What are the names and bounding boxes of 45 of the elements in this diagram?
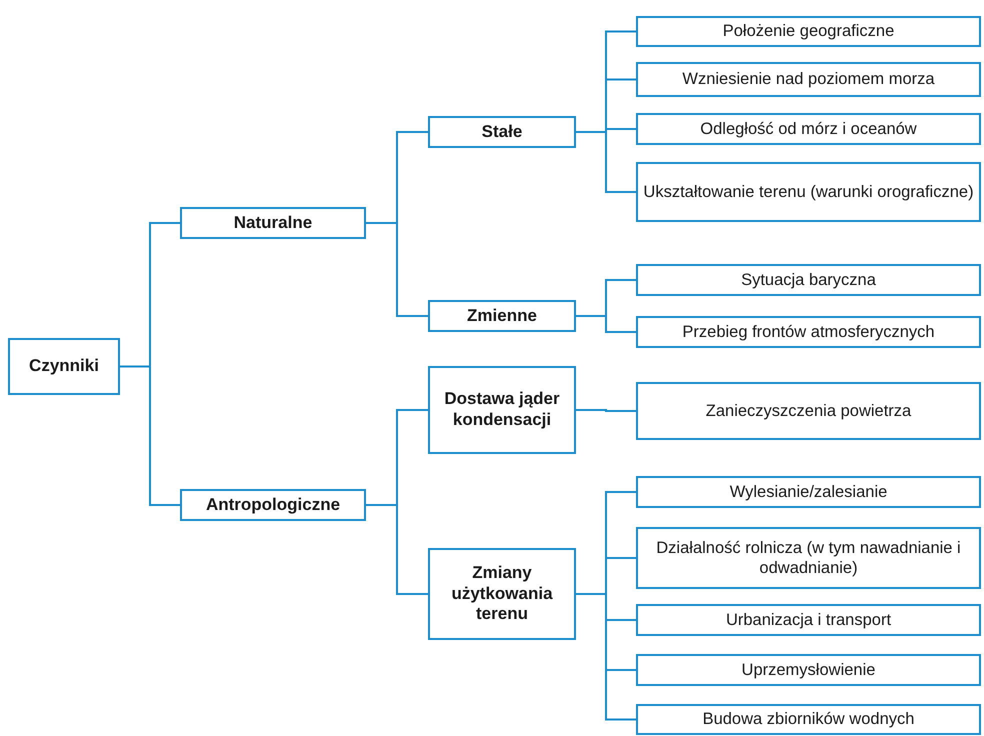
connector-line [576, 409, 636, 412]
factor-box [636, 654, 981, 686]
category-box [180, 489, 366, 521]
box-label: Urbanizacja i transport [726, 610, 892, 630]
box-label: Wylesianie/zalesianie [730, 482, 888, 502]
box-label: Ukształtowanie terenu (warunki orograficzne) [643, 182, 974, 202]
factor-box [636, 113, 981, 145]
connector-line [366, 504, 428, 595]
box-label: Zanieczyszczenia powietrza [706, 400, 912, 422]
factor-box [636, 316, 981, 348]
box-label: Budowa zbiorników wodnych [702, 709, 914, 730]
factor-box [636, 704, 981, 735]
box-label: Czynniki [29, 356, 99, 377]
category-box [428, 548, 576, 640]
factor-box [636, 382, 981, 440]
box-label: Zmiany użytkowania terenu [450, 562, 554, 626]
connector-line [366, 222, 428, 317]
category-box [8, 338, 120, 395]
connector-line [576, 131, 636, 193]
box-label: Zmienne [467, 306, 537, 326]
category-box [428, 300, 576, 332]
category-box [428, 116, 576, 148]
factor-box [636, 62, 981, 97]
connector-line [576, 593, 636, 720]
factor-box [636, 16, 981, 47]
category-box [180, 207, 366, 239]
box-label: Położenie geograficzne [722, 21, 894, 42]
box-label: Odległość od mórz i oceanów [700, 118, 917, 140]
connector-line [576, 315, 636, 333]
box-label: Stałe [482, 122, 522, 142]
box-label: Uprzemysłowienie [742, 660, 876, 680]
factor-box [636, 604, 981, 636]
factor-box [636, 162, 981, 222]
factor-box [636, 527, 981, 589]
factor-box [636, 264, 981, 296]
box-label: Przebieg frontów atmosferycznych [682, 322, 935, 342]
box-label: Działalność rolnicza (w tym nawadnianie i odwadnianie) [655, 538, 962, 578]
factor-box [636, 476, 981, 508]
category-box [428, 366, 576, 454]
connector-line [120, 366, 180, 506]
box-label: Antropologiczne [206, 494, 340, 516]
box-label: Wzniesienie nad poziomem morza [682, 69, 935, 90]
box-label: Sytuacja baryczna [741, 270, 876, 290]
box-label: Dostawa jąder kondensacji [443, 389, 561, 431]
box-label: Naturalne [234, 212, 312, 234]
